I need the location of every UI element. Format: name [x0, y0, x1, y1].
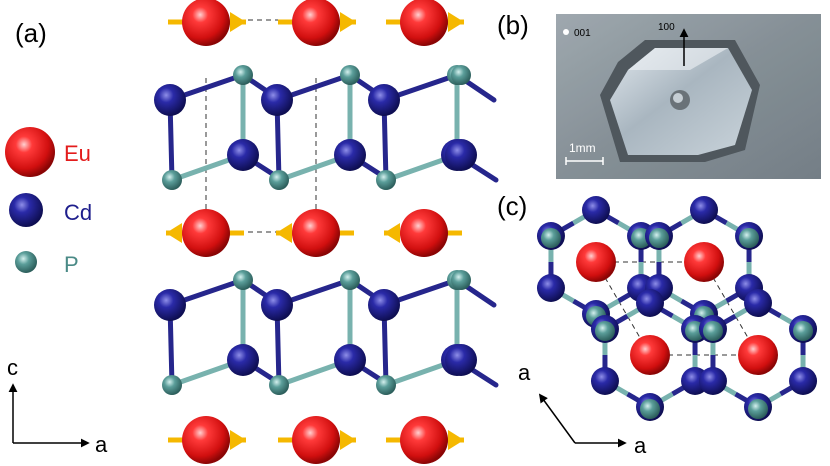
cd-atom — [227, 344, 259, 376]
axes-a-panel: c a — [7, 355, 108, 457]
p-atom — [451, 65, 471, 85]
eu-atom — [630, 335, 670, 375]
cd-atom — [261, 289, 293, 321]
legend-p-label: P — [64, 252, 79, 277]
cd-atom — [690, 196, 718, 224]
axis-a-label: a — [95, 432, 108, 457]
spin-arrow-head — [230, 430, 246, 450]
cd-atom — [636, 289, 664, 317]
p-atom — [340, 270, 360, 290]
eu-atom — [400, 209, 448, 257]
legend-eu-sphere — [5, 127, 55, 177]
panel-label-a: (a) — [15, 18, 47, 48]
cd-atom — [536, 274, 565, 302]
p-atom — [269, 170, 289, 190]
eu-atom — [292, 209, 340, 257]
eu-atom — [182, 209, 230, 257]
cd-atom — [698, 367, 727, 395]
crystal-photo: 001 100 1mm — [556, 14, 821, 179]
p-atom — [376, 170, 396, 190]
eu-atom — [182, 0, 230, 46]
spin-arrow-head — [448, 430, 464, 450]
direction-label: 100 — [658, 22, 675, 33]
p-atom — [451, 270, 471, 290]
orientation-label: 001 — [574, 28, 591, 39]
eu-atom — [400, 0, 448, 46]
axis-a-horizontal-label: a — [634, 433, 647, 458]
orientation-marker — [563, 29, 569, 35]
spin-arrow-head — [230, 12, 246, 32]
spin-arrow-head — [166, 223, 182, 243]
legend-p-sphere — [15, 251, 37, 273]
cd-atom — [582, 196, 610, 224]
eu-atom — [738, 335, 778, 375]
cd-atom — [445, 139, 477, 171]
spin-arrow-head — [340, 12, 356, 32]
p-atom — [640, 399, 660, 419]
p-atom — [162, 375, 182, 395]
cd-atom — [334, 139, 366, 171]
panel-label-c: (c) — [497, 191, 527, 221]
cd-atom — [789, 367, 818, 395]
legend-cd-label: Cd — [64, 200, 92, 225]
layered-structure — [154, 0, 499, 464]
cd-atom — [227, 139, 259, 171]
spin-arrow-head — [448, 12, 464, 32]
eu-atom — [684, 242, 724, 282]
eu-atom — [292, 416, 340, 464]
p-atom — [269, 375, 289, 395]
p-atom — [376, 375, 396, 395]
panel-label-b: (b) — [497, 10, 529, 40]
spin-arrow-head — [340, 430, 356, 450]
cd-atom — [334, 344, 366, 376]
p-atom — [594, 321, 615, 341]
p-atom — [233, 270, 253, 290]
legend-eu-label: Eu — [64, 141, 91, 166]
axes-c-panel: a a — [518, 360, 647, 458]
cd-atom — [445, 344, 477, 376]
p-atom — [739, 228, 760, 248]
cd-atom — [261, 84, 293, 116]
eu-atom — [292, 0, 340, 46]
eu-atom — [576, 242, 616, 282]
p-atom — [540, 228, 561, 248]
p-atom — [162, 170, 182, 190]
cd-atom — [154, 84, 186, 116]
p-atom — [340, 65, 360, 85]
cd-atom — [368, 84, 400, 116]
p-atom — [648, 228, 669, 248]
honeycomb-structure — [536, 196, 818, 421]
scale-label: 1mm — [569, 141, 596, 155]
legend: Eu Cd P — [5, 127, 92, 277]
eu-atom — [400, 416, 448, 464]
axis-c-label: c — [7, 355, 18, 380]
p-atom — [793, 321, 814, 341]
p-atom — [233, 65, 253, 85]
eu-atom — [182, 416, 230, 464]
spin-arrow-head — [384, 223, 400, 243]
scale-bar — [565, 157, 604, 165]
cd-atom — [744, 289, 772, 317]
p-atom — [748, 399, 768, 419]
cd-atom — [368, 289, 400, 321]
cd-atom — [154, 289, 186, 321]
spin-arrow-head — [276, 223, 292, 243]
legend-cd-sphere — [9, 193, 43, 227]
cd-atom — [590, 367, 619, 395]
axis-a-diagonal-label: a — [518, 360, 531, 385]
p-atom — [702, 321, 723, 341]
